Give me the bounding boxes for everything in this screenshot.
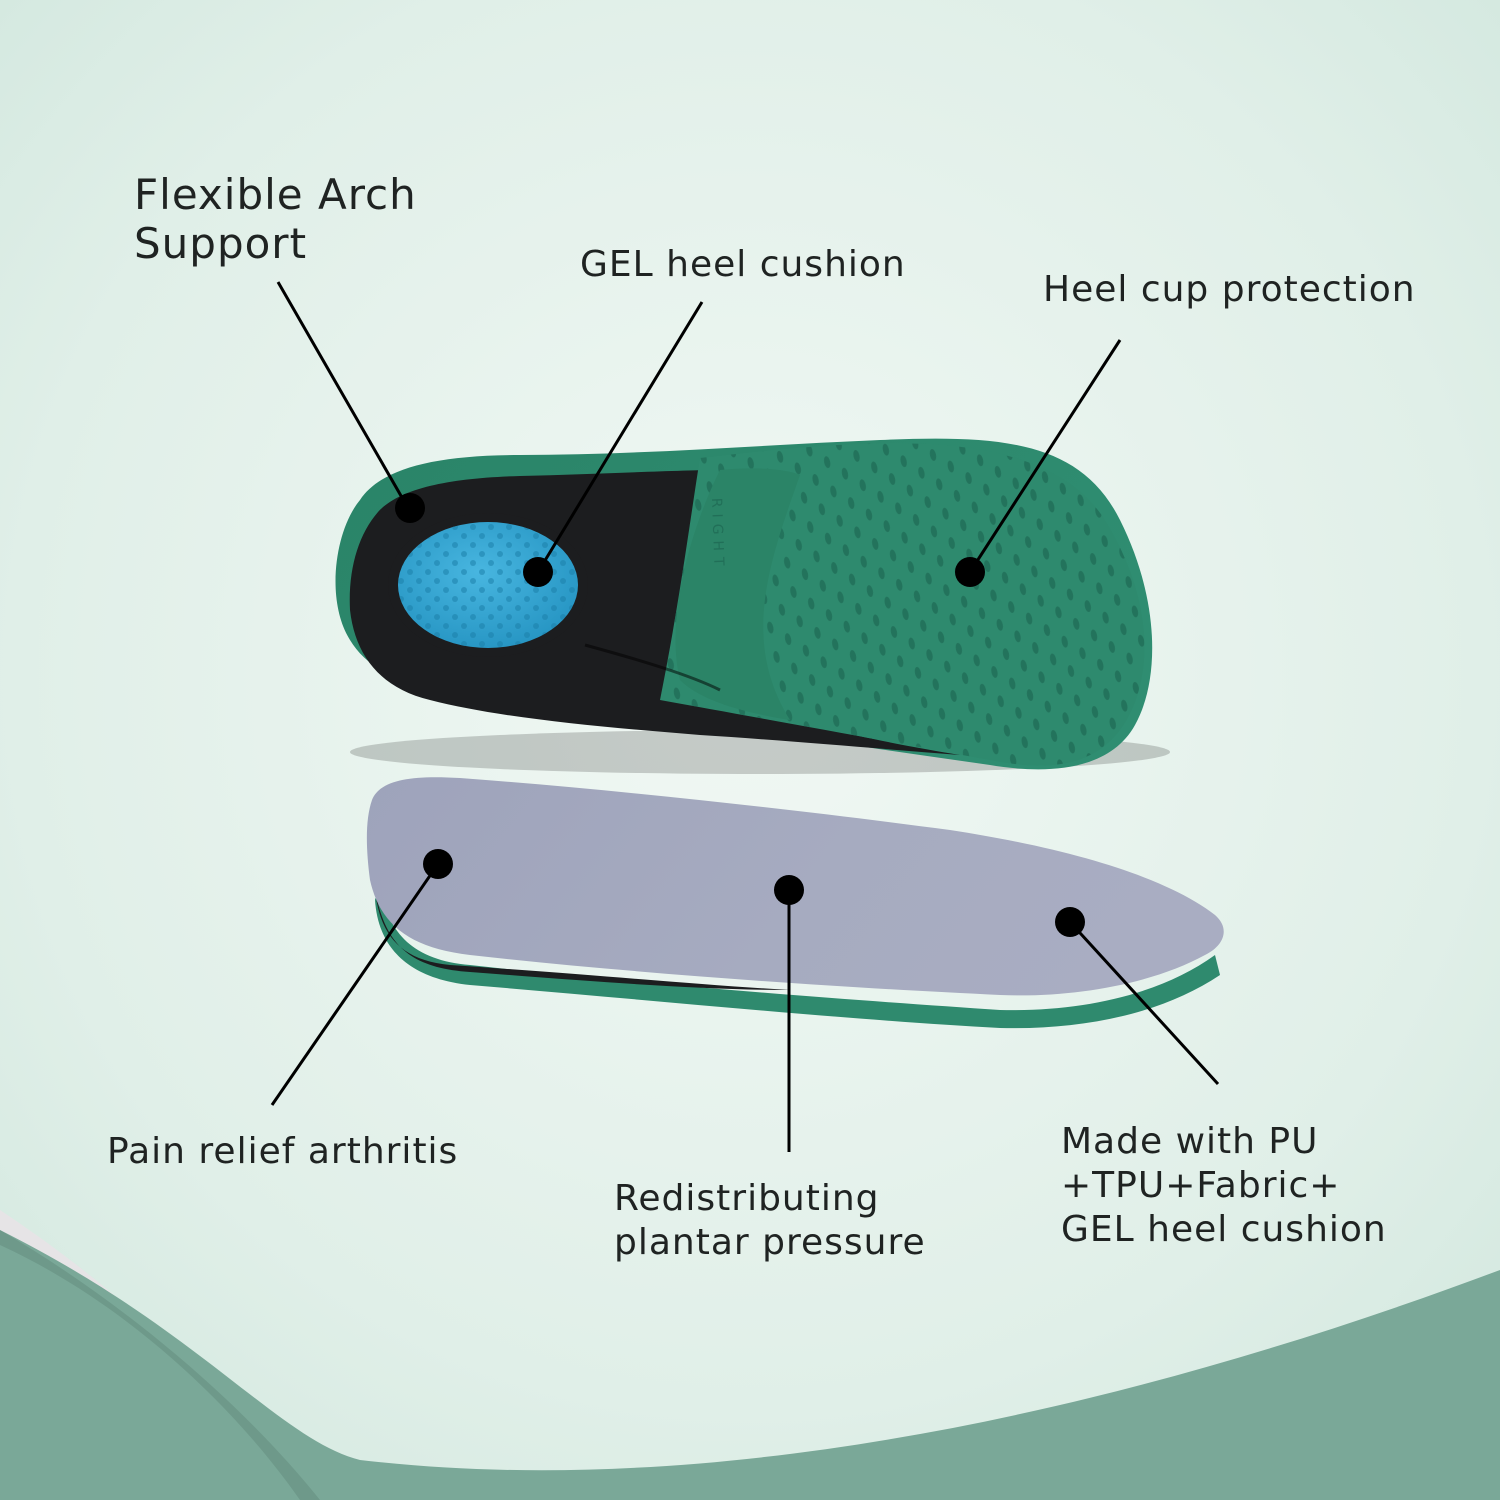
label-materials: Made with PU +TPU+Fabric+ GEL heel cushi… bbox=[1061, 1121, 1387, 1250]
callout-pain bbox=[270, 849, 453, 1106]
label-pain-relief: Pain relief arthritis bbox=[107, 1131, 459, 1172]
insole-side-marking: RIGHT bbox=[708, 498, 727, 572]
callout-heelcup bbox=[955, 339, 1122, 587]
insole-bottom-view: RIGHT bbox=[335, 438, 1170, 774]
label-gel-heel-cushion: GEL heel cushion bbox=[580, 244, 906, 285]
insole-arch-wedge bbox=[675, 468, 800, 720]
bottom-band bbox=[0, 1230, 1500, 1500]
callout-gel bbox=[523, 301, 704, 587]
bottom-band-edge bbox=[0, 1230, 320, 1500]
label-heel-cup-protection: Heel cup protection bbox=[1043, 269, 1416, 310]
label-redistributing-pressure: Redistributing plantar pressure bbox=[614, 1178, 926, 1263]
label-flexible-arch-support: Flexible Arch Support bbox=[134, 170, 417, 269]
callout-arch bbox=[276, 281, 425, 523]
insole-green-side bbox=[375, 880, 1220, 1029]
callout-made bbox=[1055, 907, 1220, 1086]
callout-redis bbox=[774, 875, 804, 1152]
